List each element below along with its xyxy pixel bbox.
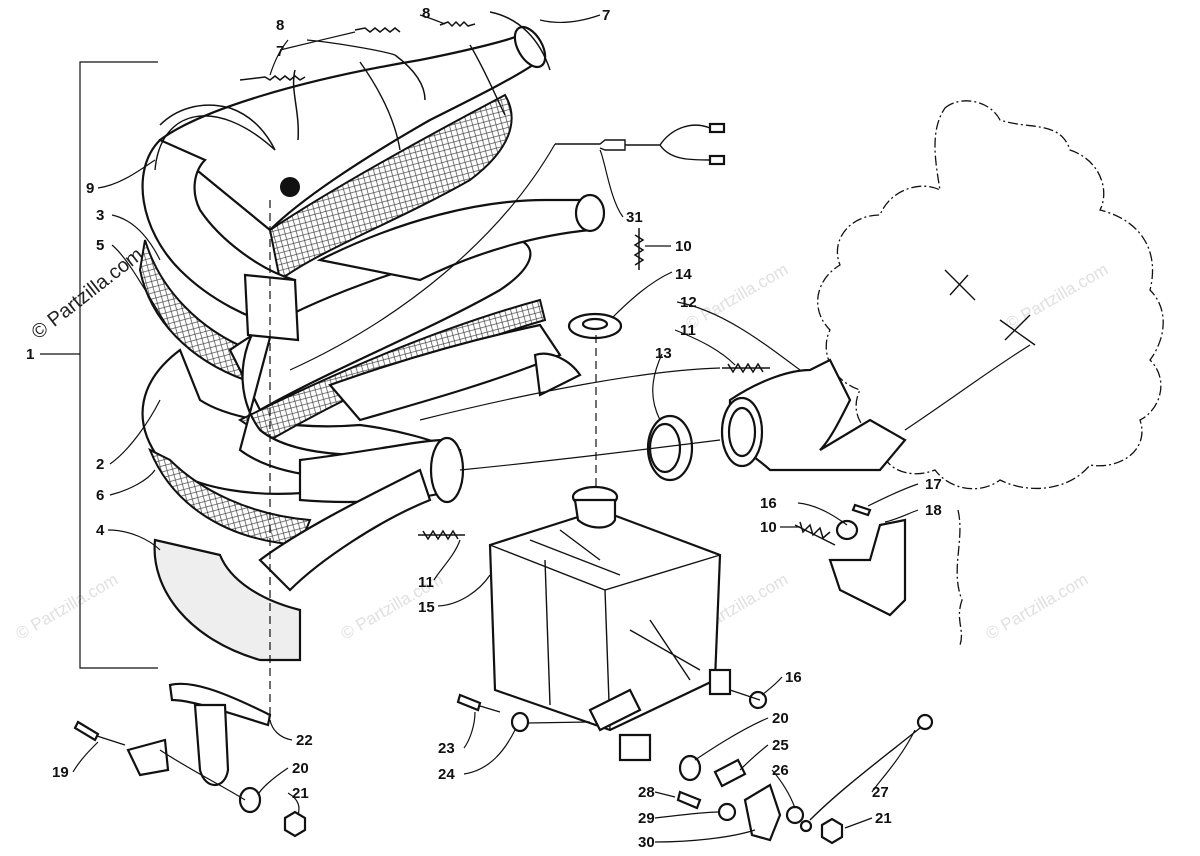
callout-18: 18: [925, 502, 942, 519]
engine-outline: [817, 100, 1164, 490]
callout-13: 13: [655, 345, 672, 362]
springs: [154, 11, 836, 546]
leader-lines: [72, 14, 919, 843]
callout-11-bottom: 11: [418, 574, 434, 591]
callout-30: 30: [638, 834, 655, 851]
callout-21-right: 21: [875, 810, 892, 827]
callout-4: 4: [96, 522, 105, 539]
expansion-chamber: [138, 25, 606, 662]
callout-29: 29: [638, 810, 655, 827]
callout-10-top: 10: [675, 238, 692, 255]
pipe-bracket-mount: [193, 703, 230, 787]
callout-8-left: 8: [276, 17, 284, 34]
callout-24: 24: [438, 766, 455, 783]
callout-2: 2: [96, 456, 104, 473]
assembly-bracket: [40, 61, 158, 669]
hardware: [73, 503, 934, 845]
callout-11-right: 11: [680, 322, 696, 339]
watermark-side-text: © Partzilla.com: [28, 244, 148, 344]
callout-23: 23: [438, 740, 455, 757]
callout-10-bottom: 10: [760, 519, 777, 536]
callout-12: 12: [680, 294, 697, 311]
callout-21-left: 21: [292, 785, 309, 802]
callout-8-top: 8: [422, 5, 430, 22]
callout-3: 3: [96, 207, 104, 224]
callout-7-left: 7: [276, 43, 284, 60]
callout-27: 27: [872, 784, 889, 801]
front-bend-piece: [243, 273, 300, 342]
callout-19: 19: [52, 764, 69, 781]
callout-7-top: 7: [602, 7, 610, 24]
grommet: [567, 312, 623, 340]
callout-20-right: 20: [772, 710, 789, 727]
callout-16-bottom: 16: [785, 669, 802, 686]
callout-6: 6: [96, 487, 104, 504]
watermark-text: © Partzilla.com: [983, 570, 1092, 644]
callout-labels: 1 2 3 4 5 6 7 7 8 8 9 10 10 11 11 12 13 …: [26, 5, 942, 851]
chamber-port: [280, 177, 300, 197]
silencer-box: [488, 485, 732, 762]
callout-9: 9: [86, 180, 94, 197]
callout-22: 22: [296, 732, 313, 749]
callout-25: 25: [772, 737, 789, 754]
callout-16-top: 16: [760, 495, 777, 512]
engine-lower-outline: [956, 509, 963, 646]
callout-14: 14: [675, 266, 692, 283]
callout-28: 28: [638, 784, 655, 801]
silencer-mount-bracket: [828, 518, 907, 617]
assembly-lines: [159, 143, 1031, 801]
callout-5: 5: [96, 237, 104, 254]
temperature-sensor: [555, 122, 726, 166]
watermark-text: © Partzilla.com: [13, 570, 122, 644]
callout-15: 15: [418, 599, 435, 616]
engine-studs: [944, 269, 1036, 346]
exhaust-manifold: [720, 358, 907, 472]
watermark-text: © Partzilla.com: [1003, 260, 1112, 334]
callout-20-left: 20: [292, 760, 309, 777]
callout-26: 26: [772, 762, 789, 779]
callout-17: 17: [925, 476, 942, 493]
seal-ring: [646, 414, 694, 482]
watermark-text: © Partzilla.com: [683, 260, 792, 334]
callout-31: 31: [626, 209, 643, 226]
callout-1: 1: [26, 346, 34, 363]
